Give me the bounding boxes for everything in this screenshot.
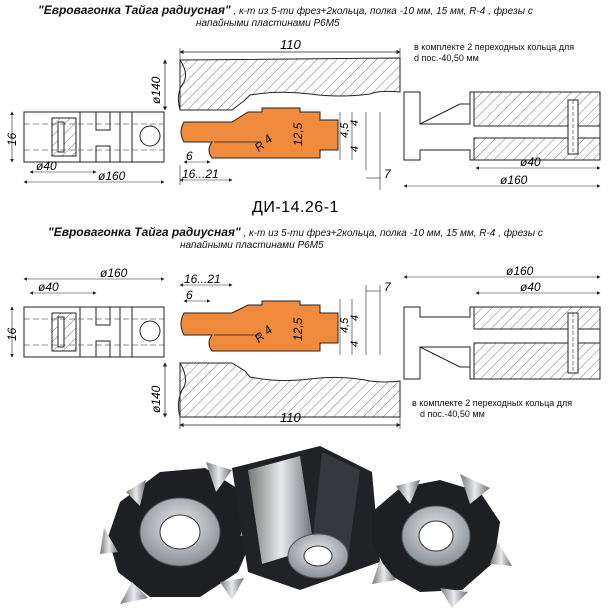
- bottom-caption-spec: , к-т из 5-ти фрез+2кольца, полка -10 мм…: [243, 228, 543, 239]
- cutter-photo-center: [232, 446, 380, 590]
- top-caption-material: напайными пластинами Р6М5: [196, 18, 340, 29]
- bottom-dim-cutter-height: 16: [5, 327, 19, 341]
- top-dim-diam-left: ø160: [98, 169, 126, 183]
- top-dim-diam-right: ø160: [500, 173, 528, 187]
- top-profile: [180, 107, 339, 159]
- top-dim-bore-left: ø40: [36, 159, 57, 173]
- bottom-dim-diam-right: ø160: [506, 264, 534, 278]
- top-dim-groove-b: 4: [349, 120, 361, 126]
- bottom-dim-bore-left: ø40: [38, 280, 59, 294]
- top-dim-step: 7: [384, 167, 392, 181]
- top-dim-shelf: 16...21: [182, 167, 219, 181]
- top-dim-board-height: ø140: [149, 76, 163, 104]
- bottom-caption-line2: напайными пластинами Р6М5: [180, 240, 324, 252]
- bottom-drawing: ø160 ø40 16...21 6 7 ø160 ø40 16: [5, 264, 601, 429]
- cutters-photo: [0, 432, 616, 611]
- bottom-profile: [180, 300, 339, 352]
- bottom-dim-bore-right: ø40: [520, 280, 541, 294]
- bottom-kit-note-line1: в комплекте 2 переходных кольца для: [412, 398, 573, 408]
- bottom-dim-shelf: 16...21: [184, 272, 221, 286]
- top-dim-cutter-height: 16: [5, 132, 19, 146]
- top-caption-line1: "Евровагонка Тайга радиусная" , к-т из 5…: [38, 4, 533, 18]
- bottom-caption-line1: "Евровагонка Тайга радиусная" , к-т из 5…: [48, 226, 543, 240]
- bottom-dim-diam-left: ø160: [100, 266, 128, 280]
- cutter-photo-left: [100, 462, 262, 604]
- bottom-dim-tongue: 6: [186, 288, 193, 302]
- cutter-photo-right: [372, 474, 512, 608]
- top-right-cutter: [403, 91, 601, 161]
- top-kit-note-line2: d пос.-40,50 мм: [414, 53, 479, 63]
- top-dim-groove-a: 4,5: [339, 122, 351, 138]
- bottom-dim-groove-b: 4: [349, 315, 361, 321]
- bottom-dim-groove-a: 4,5: [339, 317, 351, 333]
- bottom-board-lower: [177, 362, 401, 418]
- top-dim-groove-c: 4: [349, 146, 361, 152]
- top-dim-tongue: 6: [186, 149, 193, 163]
- bottom-kit-note-line2: d пос.-40,50 мм: [420, 409, 485, 419]
- bottom-caption-material: напайными пластинами Р6М5: [180, 240, 324, 251]
- top-drawing: 110 ø140 R 4 12,5 4,5 4 4 6 16...21 7: [5, 37, 601, 190]
- bottom-dim-board-height: ø140: [149, 385, 163, 413]
- top-left-cutter: [23, 111, 165, 163]
- top-dim-profile-height: 12,5: [291, 122, 305, 146]
- bottom-dim-profile-height: 12,5: [291, 317, 305, 341]
- bottom-dim-groove-c: 4: [349, 341, 361, 347]
- top-dim-bore-right: ø40: [520, 155, 541, 169]
- product-code: ДИ-14.26-1: [252, 199, 339, 216]
- top-kit-note-line1: в комплекте 2 переходных кольца для: [414, 42, 575, 52]
- top-caption-line2: напайными пластинами Р6М5: [196, 18, 340, 30]
- top-caption-spec: , к-т из 5-ти фрез+2кольца, полка -10 мм…: [233, 6, 533, 17]
- bottom-dim-step: 7: [384, 280, 392, 294]
- bottom-caption-title: "Евровагонка Тайга радиусная": [48, 225, 241, 239]
- top-caption-title: "Евровагонка Тайга радиусная": [38, 3, 231, 17]
- bottom-right-cutter: [403, 306, 601, 380]
- bottom-left-cutter: [23, 306, 165, 358]
- top-dim-length: 110: [280, 37, 301, 52]
- bottom-dim-length: 110: [280, 410, 301, 425]
- top-board-upper: [177, 57, 401, 111]
